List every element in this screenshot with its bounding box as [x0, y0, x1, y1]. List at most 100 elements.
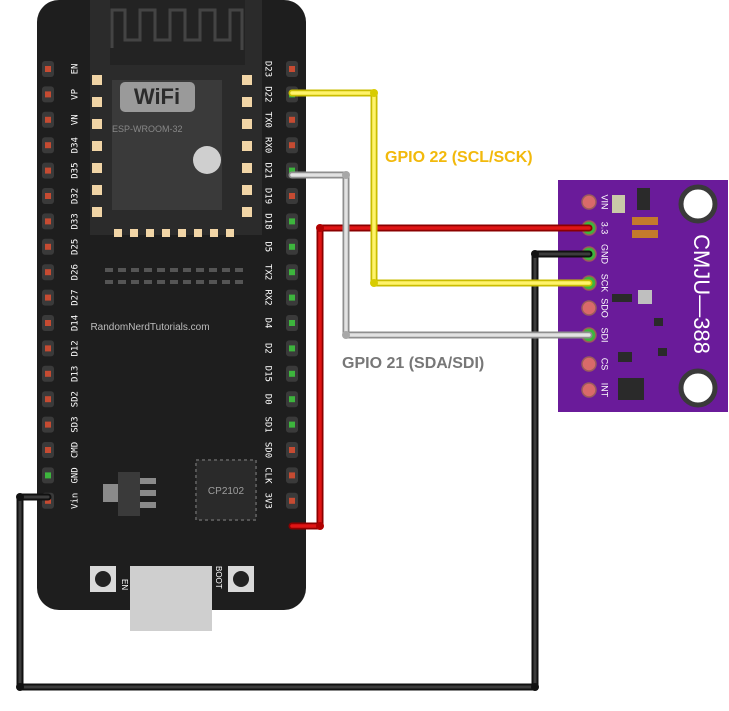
pin-sd0: SD0: [263, 442, 298, 458]
pin-pad: [289, 66, 295, 72]
pin-d33: D33: [42, 213, 81, 230]
pin-pad: [45, 116, 51, 123]
wire-bend: [342, 171, 350, 179]
pin-label: D23: [263, 61, 273, 77]
pin-label: SD1: [263, 416, 273, 432]
wire-bend: [531, 683, 539, 691]
pin-pad: [289, 167, 295, 174]
sensor-pin-label: GND: [600, 244, 610, 265]
pcb-traces: [105, 268, 243, 284]
sensor-component: [612, 195, 625, 213]
pin-label: D13: [71, 366, 81, 382]
en-button-knob: [95, 571, 111, 587]
pin-sd1: SD1: [263, 416, 298, 433]
pin-pad: [45, 320, 51, 326]
pin-rx0: RX0: [263, 137, 298, 153]
pin-label: RX2: [263, 289, 273, 305]
wire-power-3v3-core: [290, 226, 591, 528]
pin-d12: D12: [42, 340, 81, 357]
pin-d34: D34: [42, 137, 81, 153]
pin-d15: D15: [263, 366, 298, 382]
scl-annotation: GPIO 22 (SCL/SCK): [385, 149, 533, 166]
pin-label: Vin: [71, 493, 81, 509]
en-button-label: EN: [120, 579, 129, 590]
pin-en: EN: [42, 61, 81, 77]
pin-tx0: TX0: [263, 112, 298, 128]
sensor-component: [632, 230, 658, 238]
pin-tx2: TX2: [263, 264, 298, 280]
sensor-pin-label: 3.3: [600, 222, 610, 235]
pin-sd3: SD3: [42, 416, 81, 433]
pin-label: D5: [263, 241, 273, 252]
pin-clk: CLK: [263, 467, 298, 484]
pin-label: D27: [71, 289, 81, 305]
pin-pad: [289, 421, 295, 428]
wire-scl-core: [290, 91, 591, 285]
pin-label: D0: [263, 394, 273, 405]
pin-d0: D0: [263, 391, 298, 408]
bme280-chip: [638, 290, 652, 304]
usb-connector: [130, 566, 212, 631]
wire-bend: [316, 522, 324, 530]
pin-d35: D35: [42, 162, 81, 179]
wire-ground-core: [18, 252, 591, 689]
pin-pad: [289, 447, 295, 453]
sensor-component: [632, 217, 658, 225]
sensor-pin-label: CS: [600, 358, 610, 371]
pin-label: D26: [71, 264, 81, 280]
sensor-pin-vin: VIN: [581, 194, 610, 210]
sensor-pin-pad: [581, 382, 597, 398]
pin-pad: [45, 447, 51, 453]
sensor-pin-label: SDI: [600, 327, 610, 342]
wires: [16, 89, 593, 691]
pin-label: D18: [263, 213, 273, 229]
pin-label: VP: [71, 88, 81, 99]
sensor-pin-pad: [581, 300, 597, 316]
pin-cmd: CMD: [42, 442, 81, 458]
esp32-board: WiFi ESP-WROOM-32: [37, 0, 306, 631]
pin-pad: [289, 193, 295, 199]
antenna-trace: [110, 8, 244, 50]
sensor-component: [654, 318, 663, 326]
pin-label: D19: [263, 188, 273, 204]
pin-pad: [289, 497, 295, 504]
pin-label: D4: [263, 318, 273, 329]
pin-d19: D19: [263, 188, 298, 204]
left-pin-header: ENVPVND34D35D32D33D25D26D27D14D12D13SD2S…: [42, 61, 81, 509]
sensor-pin-label: VIN: [600, 194, 610, 209]
pin-label: SD0: [263, 442, 273, 458]
pin-pad: [45, 269, 51, 276]
pin-d2: D2: [263, 340, 298, 357]
pin-label: D22: [263, 86, 273, 102]
sensor-pin-int: INT: [581, 382, 610, 398]
wifi-logo-text: WiFi: [134, 84, 180, 109]
pin-label: GND: [71, 467, 81, 483]
pin-pad: [45, 396, 51, 403]
pin-d4: D4: [263, 315, 298, 331]
pin-pad: [289, 243, 295, 250]
pin-pad: [289, 116, 295, 123]
wire-bend: [531, 250, 539, 258]
pin-d13: D13: [42, 366, 81, 382]
brand-text: RandomNerdTutorials.com: [90, 322, 209, 333]
pin-pad: [45, 370, 51, 377]
pin-vn: VN: [42, 111, 81, 128]
sensor-pin-pad: [581, 356, 597, 372]
pin-label: D32: [71, 188, 81, 204]
usb-chip-label: CP2102: [208, 486, 245, 497]
sensor-pin-pad: [581, 194, 597, 210]
pin-pad: [45, 497, 51, 504]
pin-d25: D25: [42, 239, 81, 255]
module-pads: [92, 75, 252, 237]
pin-label: D2: [263, 343, 273, 354]
sensor-pin-label: SCK: [600, 274, 610, 293]
pin-label: D25: [71, 239, 81, 255]
wire-bend: [16, 683, 24, 691]
sda-annotation: GPIO 21 (SDA/SDI): [342, 355, 484, 372]
wire-bend: [316, 224, 324, 232]
pin-pad: [45, 421, 51, 428]
pin-d26: D26: [42, 264, 81, 280]
pin-pad: [45, 66, 51, 72]
pin-rx2: RX2: [263, 289, 298, 306]
mounting-hole-top: [678, 184, 718, 224]
